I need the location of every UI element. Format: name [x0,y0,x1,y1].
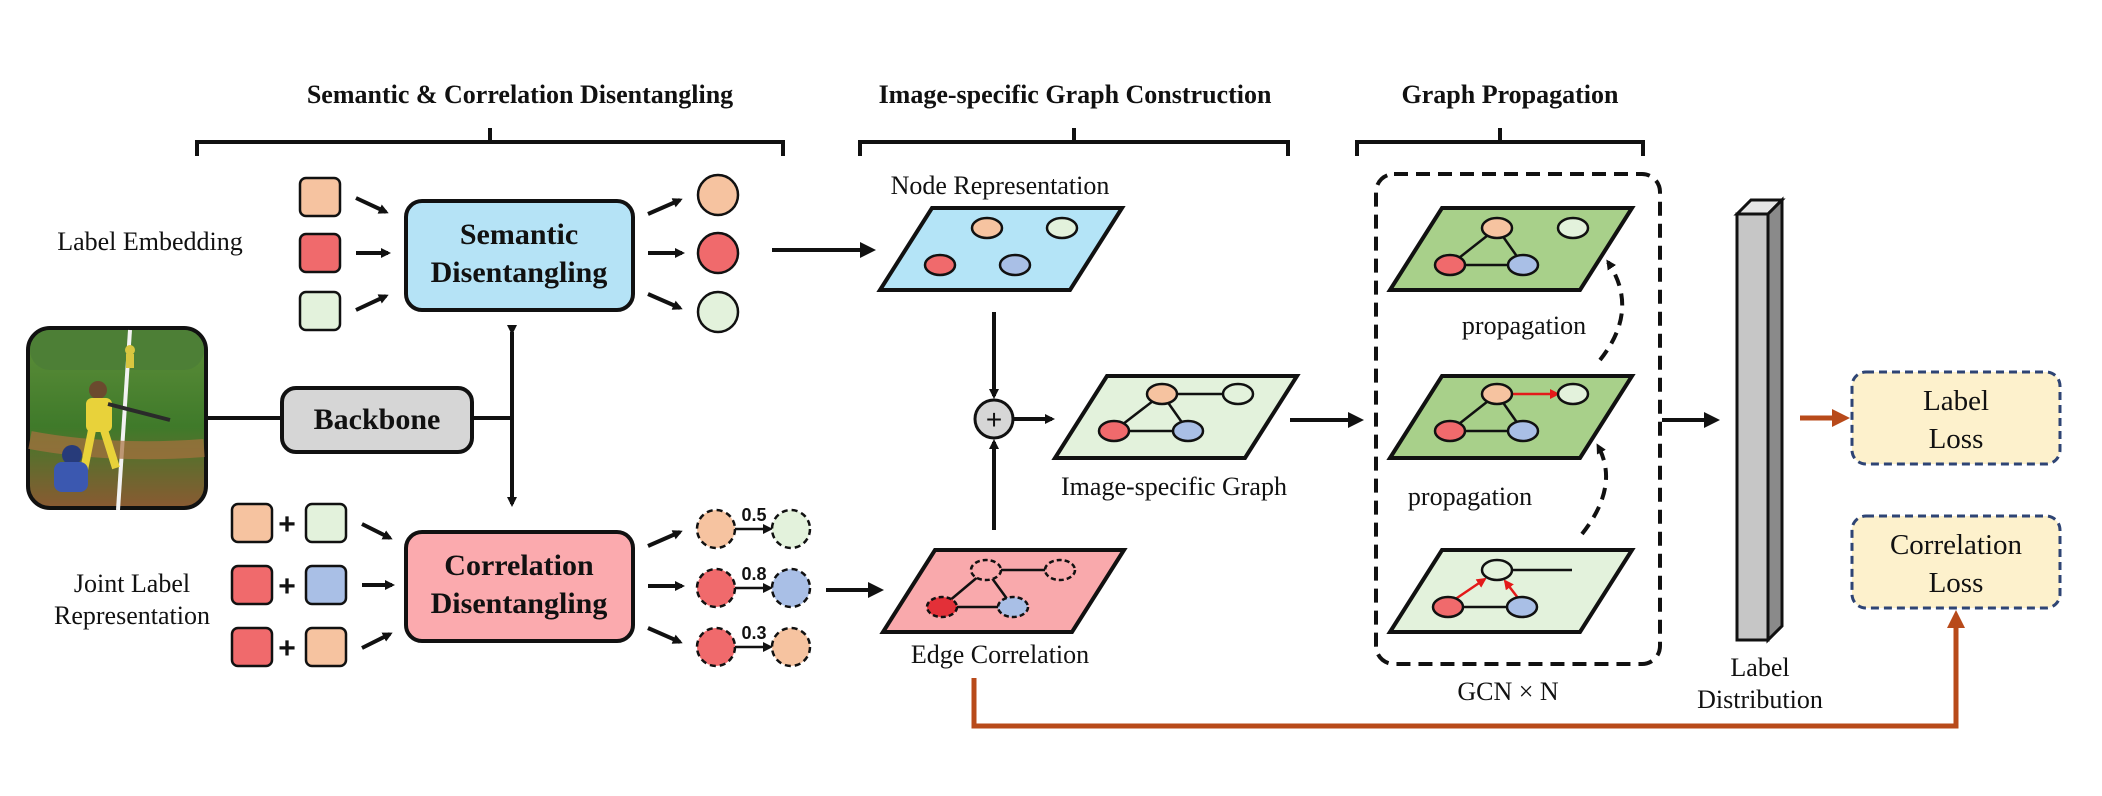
svg-text:Correlation: Correlation [444,549,594,582]
label-loss-box: Label Loss [1850,370,2062,466]
backbone-box: Backbone [280,386,474,454]
correlation-disentangling-box: Correlation Disentangling [404,530,635,643]
edge-weight-2: 0.8 [741,564,766,584]
correlation-out-arrows [647,530,685,644]
brace [1355,128,1645,156]
embedding-arrows [355,196,391,312]
label-distribution-bar [1733,196,1786,644]
svg-text:Disentangling: Disentangling [431,587,608,620]
edge-correlation-graph [879,548,1128,634]
section-title: Graph Propagation [1402,80,1619,109]
svg-text:+: + [278,570,296,603]
label-distribution-text-line1: Label [1730,653,1789,682]
semantic-disentangling-box: Semantic Disentangling [404,199,635,312]
correlation-pair-3: 0.3 [695,623,812,668]
image-specific-graph-text: Image-specific Graph [1061,472,1287,501]
correlation-loss-box: Correlation Loss [1850,514,2062,610]
svg-text:Correlation: Correlation [1890,529,2023,561]
edge-to-correlation-loss-arrow [971,610,1965,729]
propagation-arrow-lower [1580,443,1609,536]
correlation-pair-2: 0.8 [695,564,812,609]
propagation-graph-top [1386,206,1636,292]
section-header-graph-construction: Image-specific Graph Construction [858,80,1290,156]
semantic-output-nodes [696,173,740,334]
joint-pair-1: + [230,502,348,544]
embedding-square-orange [298,176,342,218]
edge-weight-3: 0.3 [741,623,766,643]
propagation-text-upper: propagation [1462,311,1586,340]
joint-pair-3: + [230,626,348,668]
propagation-text-lower: propagation [1408,482,1532,511]
svg-text:Semantic: Semantic [460,218,578,251]
label-embedding-text: Label Embedding [57,227,243,256]
correlation-pair-1: 0.5 [695,505,812,550]
label-embedding-squares [298,176,342,332]
node-representation-text: Node Representation [891,171,1110,200]
joint-label-text-line1: Joint Label [74,569,190,598]
svg-text:Disentangling: Disentangling [431,256,608,289]
joint-label-text-line2: Representation [54,601,210,630]
embedding-square-green [298,290,342,332]
brace [195,128,785,156]
semantic-out-arrows [647,198,685,310]
section-title: Image-specific Graph Construction [879,80,1272,109]
svg-text:+: + [278,508,296,541]
svg-text:Label: Label [1923,385,1989,417]
svg-text:+: + [278,632,296,665]
embedding-square-red [298,232,342,274]
input-image [26,326,208,511]
joint-arrows [361,522,395,650]
section-title: Semantic & Correlation Disentangling [307,80,733,109]
svg-text:Loss: Loss [1929,567,1984,599]
label-distribution-text-line2: Distribution [1697,685,1823,714]
propagation-container [1374,172,1662,666]
combine-operator: + [973,398,1015,440]
propagation-arrow-upper [1598,259,1625,362]
propagation-graph-bottom [1386,548,1636,634]
backbone-label: Backbone [314,403,441,436]
node-representation-graph [876,206,1126,292]
edge-weight-1: 0.5 [741,505,766,525]
section-header-graph-propagation: Graph Propagation [1355,80,1645,156]
image-specific-graph [1051,374,1301,460]
svg-text:Loss: Loss [1929,423,1984,455]
joint-pair-2: + [230,564,348,606]
propagation-graph-middle [1386,374,1636,460]
brace [858,128,1290,156]
edge-correlation-text: Edge Correlation [911,640,1089,669]
gcn-text: GCN × N [1457,677,1559,706]
section-header-semantic-correlation: Semantic & Correlation Disentangling [195,80,785,156]
svg-text:+: + [986,404,1002,435]
